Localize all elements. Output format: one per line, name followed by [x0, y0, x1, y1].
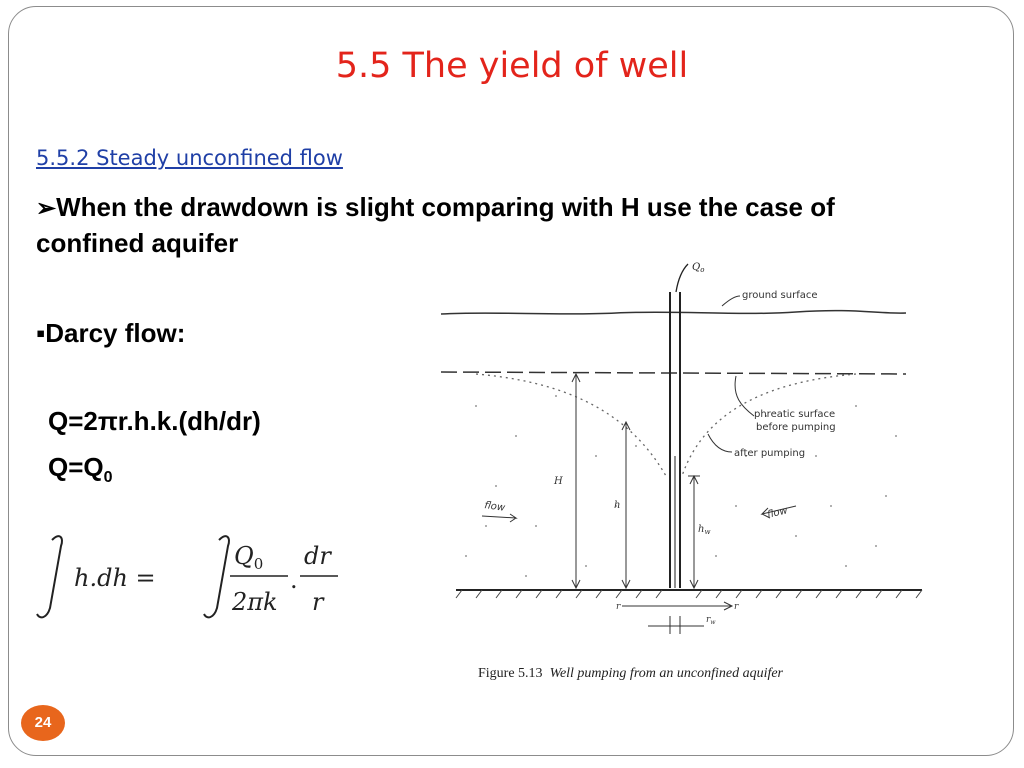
square-bullet-icon: ▪	[36, 318, 46, 348]
phreatic-label-leader	[734, 375, 755, 417]
dimension-h-small-arrows	[621, 420, 631, 590]
page-number-badge: 24	[21, 705, 65, 741]
multiply-dot: .	[290, 566, 298, 594]
darcy-label: Darcy flow:	[45, 318, 186, 348]
bullet-drawdown: ➢When the drawdown is slight comparing w…	[36, 190, 916, 260]
dimension-hw-arrows	[689, 474, 699, 590]
equation-q-sub: 0	[103, 469, 113, 487]
integral-sign-right	[203, 535, 230, 619]
phreatic-label-line-1: phreatic surface	[754, 409, 835, 420]
slide-frame	[8, 6, 1014, 756]
flow-label-right: flow	[766, 505, 790, 521]
fraction-2-numerator: dr	[304, 542, 332, 570]
h-big-label: H	[553, 476, 563, 487]
figure-caption: Figure 5.13 Well pumping from an unconfi…	[478, 666, 783, 682]
after-pumping-label: after pumping	[734, 448, 805, 459]
equation-q-equals-q0: Q=Q0	[48, 452, 113, 487]
integral-lhs: h.dh =	[74, 564, 156, 592]
arrow-bullet-icon: ➢	[36, 195, 57, 222]
r-label-right: r	[734, 602, 739, 612]
bullet-darcy: ▪Darcy flow:	[36, 318, 185, 349]
fraction-1-denominator: 2πk	[231, 588, 278, 616]
fraction-1-numerator: Q0	[234, 542, 263, 573]
dimension-r-arrow	[723, 601, 734, 611]
dimension-h-big-arrows	[571, 372, 581, 590]
caption-number: Figure 5.13	[478, 666, 543, 681]
bullet-drawdown-text: When the drawdown is slight comparing wi…	[36, 192, 835, 258]
base-hatching	[455, 589, 923, 599]
slide-title: 5.5 The yield of well	[335, 46, 689, 86]
flow-arrow-right	[760, 505, 797, 519]
well-diagram: Qo ground surface phreatic surface befor…	[440, 262, 923, 634]
h-small-label: h	[614, 500, 620, 511]
ground-surface-label: ground surface	[742, 290, 818, 301]
integral-equation: h.dh = Q0 2πk . dr r	[36, 535, 338, 619]
fraction-2-denominator: r	[312, 588, 325, 616]
equation-darcy: Q=2πr.h.k.(dh/dr)	[48, 406, 261, 436]
r-label-left: r	[616, 602, 621, 612]
drawdown-curve-right	[681, 373, 857, 477]
discharge-arrow	[675, 263, 689, 293]
caption-text: Well pumping from an unconfined aquifer	[549, 666, 784, 681]
phreatic-label-line-2: before pumping	[756, 422, 836, 433]
flow-label-left: flow	[484, 500, 507, 514]
section-subtitle: 5.5.2 Steady unconfined flow	[36, 146, 343, 170]
after-pumping-leader	[707, 433, 733, 453]
q0-label: Qo	[692, 262, 704, 274]
drawdown-curve-left	[475, 373, 667, 477]
ground-surface-line	[440, 309, 907, 315]
flow-arrow-left	[481, 513, 518, 523]
ground-label-leader	[721, 295, 741, 307]
hw-label: hw	[698, 524, 710, 536]
rw-label: rw	[706, 615, 716, 626]
phreatic-surface-line	[440, 371, 907, 375]
equation-q-main: Q=Q	[48, 452, 104, 482]
aquifer-stipple	[465, 395, 897, 577]
integral-sign-left	[36, 535, 63, 619]
